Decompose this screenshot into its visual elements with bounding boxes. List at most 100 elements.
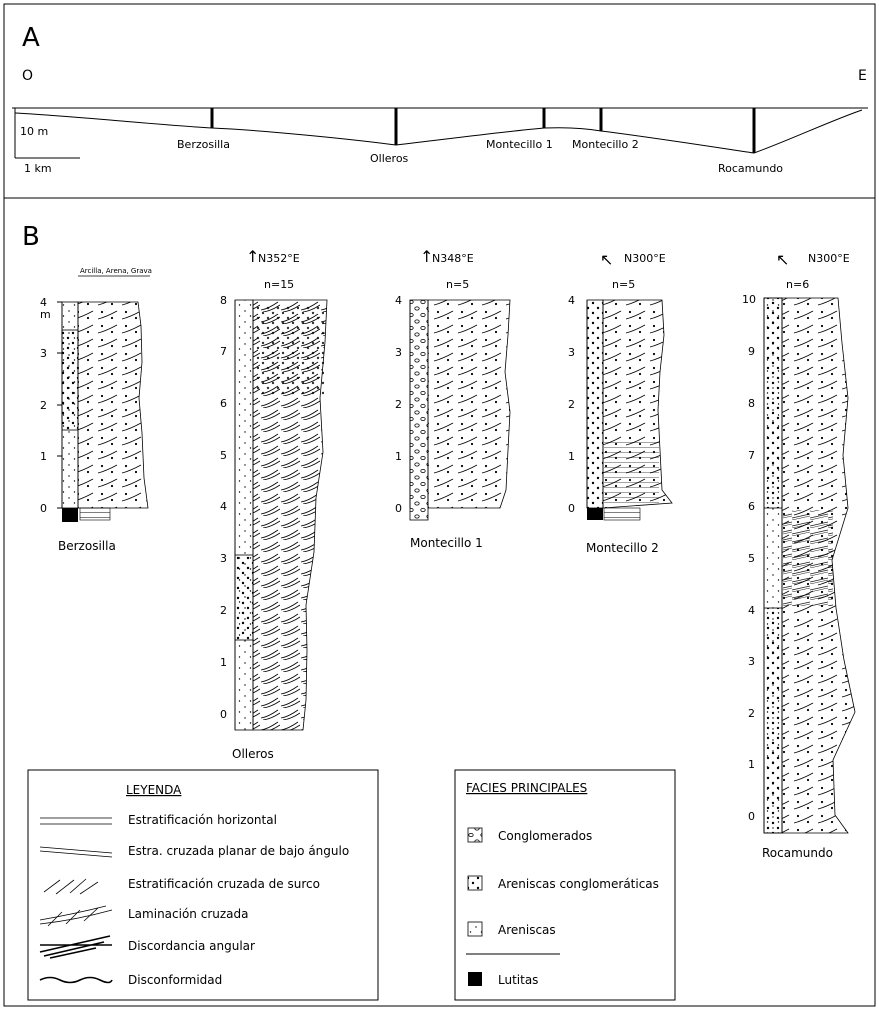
lutitas-block <box>587 508 603 520</box>
east-label: E <box>858 68 867 84</box>
legend-item: Discordancia angular <box>128 939 255 953</box>
section-label-montecillo2: Montecillo 2 <box>572 138 639 151</box>
facies-item: Areniscas conglomeráticas <box>498 877 659 891</box>
tick-label: 4 <box>568 294 575 307</box>
facies-frame <box>454 769 676 1001</box>
tick-label: 0 <box>748 810 755 823</box>
tick-label: 7 <box>220 345 227 358</box>
section-label-rocamundo: Rocamundo <box>718 162 783 175</box>
section-label-olleros: Olleros <box>370 152 409 165</box>
tick-label: 4 <box>395 294 402 307</box>
section-label-montecillo1: Montecillo 1 <box>486 138 553 151</box>
tick-label: 3 <box>220 552 227 565</box>
n-label: n=15 <box>264 278 294 291</box>
facies-swatch-lutitas <box>468 972 482 986</box>
lithology-body <box>252 299 328 731</box>
tick-label: 1 <box>395 450 402 463</box>
tick-label: 1 <box>40 450 47 463</box>
column-olleros: ↑ N352°E n=15 0 1 2 3 4 5 6 7 8 Olleros <box>220 247 328 761</box>
legend-swatch-disconformity <box>39 976 113 984</box>
facies-strip <box>586 299 604 509</box>
facies-strip <box>234 299 254 731</box>
tick-label: 9 <box>748 345 755 358</box>
column-rocamundo: ↖ N300°E n=6 0 1 2 3 4 5 6 7 8 9 10 Roca… <box>742 250 856 860</box>
direction-arrow: ↑ <box>246 247 259 266</box>
vertical-scale-label: 10 m <box>20 125 48 138</box>
tick-label: 0 <box>568 502 575 515</box>
base-lines <box>603 507 641 521</box>
tick-label: 7 <box>748 449 755 462</box>
column-name: Berzosilla <box>58 539 116 553</box>
horizontal-scale-label: 1 km <box>24 162 52 175</box>
tick-label: 8 <box>220 294 227 307</box>
tick-label: 4 <box>748 604 755 617</box>
legend-frame <box>27 769 379 1001</box>
grain-scale-label: Arcilla, Arena, Grava <box>80 267 152 275</box>
column-montecillo2: ↖ N300°E n=5 0 1 2 3 4 Montecillo 2 <box>568 250 673 555</box>
lithology-body <box>77 301 149 509</box>
direction-arrow: ↖ <box>600 250 613 269</box>
direction-label: N348°E <box>432 252 474 265</box>
tick-label: 0 <box>40 502 47 515</box>
panel-a: A O E 10 m 1 km Berzosilla Olleros Monte… <box>12 23 868 175</box>
tick-label: 2 <box>220 604 227 617</box>
legend-box: LEYENDA Estratificación horizontal Estra… <box>27 769 379 1001</box>
direction-label: N300°E <box>808 252 850 265</box>
lutitas-block <box>62 508 78 522</box>
legend-item: Laminación cruzada <box>128 907 248 921</box>
tick-label: 10 <box>742 293 756 306</box>
panel-b-label: B <box>22 222 40 252</box>
legend-swatch-planar <box>39 846 113 858</box>
facies-title: FACIES PRINCIPALES <box>466 781 587 795</box>
tick-label: 6 <box>220 397 227 410</box>
tick-label: 5 <box>748 552 755 565</box>
direction-label: N300°E <box>624 252 666 265</box>
tick-label: 6 <box>748 500 755 513</box>
column-montecillo1: ↑ N348°E n=5 0 1 2 3 4 Montecillo 1 <box>395 247 511 550</box>
facies-strip-conglomerate <box>763 297 783 509</box>
legend-item: Disconformidad <box>128 973 222 987</box>
middle-lamination <box>783 510 833 606</box>
column-name: Olleros <box>232 747 274 761</box>
legend-item: Estra. cruzada planar de bajo ángulo <box>128 844 349 858</box>
tick-label: 2 <box>395 398 402 411</box>
basal-surface <box>14 109 863 154</box>
facies-item: Conglomerados <box>498 829 592 843</box>
tick-label: 1 <box>568 450 575 463</box>
legend-item: Estratificación cruzada de surco <box>128 877 320 891</box>
tick-label: 5 <box>220 449 227 462</box>
legend-swatch-lamination <box>39 905 113 927</box>
facies-strip-upper <box>61 329 79 431</box>
direction-arrow: ↑ <box>420 247 433 266</box>
legend-swatch-angular <box>39 935 112 959</box>
facies-item: Areniscas <box>498 923 556 937</box>
facies-swatch-conglomerados <box>467 827 483 843</box>
column-name: Montecillo 1 <box>410 536 483 550</box>
column-name: Montecillo 2 <box>586 541 659 555</box>
column-berzosilla: 0 1 2 3 4 m Berzosilla <box>40 296 149 553</box>
facies-strip-conglomerate-lower <box>763 607 783 834</box>
column-name: Rocamundo <box>762 846 833 860</box>
tick-label: 3 <box>395 346 402 359</box>
figure-frame <box>3 3 876 1007</box>
direction-arrow: ↖ <box>776 250 789 269</box>
legend-item: Estratificación horizontal <box>128 813 277 827</box>
tick-label: 1 <box>748 758 755 771</box>
n-label: n=6 <box>786 278 809 291</box>
tick-label: 3 <box>568 346 575 359</box>
upper-dots <box>254 305 324 395</box>
tick-label: 3 <box>40 347 47 360</box>
tick-label: 3 <box>748 655 755 668</box>
tick-label: 2 <box>40 399 47 412</box>
panel-a-label: A <box>22 23 40 53</box>
tick-label: 2 <box>748 707 755 720</box>
n-label: n=5 <box>446 278 469 291</box>
unit-label: m <box>40 308 51 321</box>
tick-label: 1 <box>220 656 227 669</box>
lower-horizontal <box>604 440 659 506</box>
facies-swatch-areniscas <box>467 921 483 937</box>
facies-swatch-areniscas-cong <box>467 875 483 891</box>
lithology-body <box>427 299 511 509</box>
base-lines <box>79 507 111 521</box>
